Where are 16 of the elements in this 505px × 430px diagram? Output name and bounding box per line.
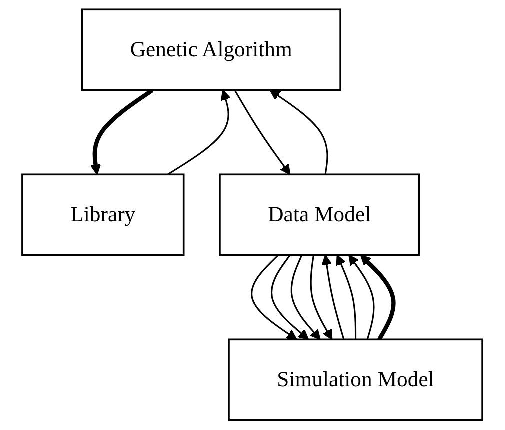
arrow bbox=[322, 254, 345, 340]
arrow bbox=[348, 254, 375, 340]
arrow bbox=[234, 90, 291, 176]
arrow bbox=[336, 254, 357, 340]
node-box: Data Model bbox=[219, 174, 420, 256]
arrow bbox=[360, 254, 396, 341]
arrow bbox=[290, 255, 321, 340]
arrow bbox=[310, 255, 333, 340]
arrow bbox=[167, 90, 231, 176]
node-box: Library bbox=[22, 174, 185, 256]
node-box: Simulation Model bbox=[228, 338, 484, 422]
arrow bbox=[271, 254, 310, 340]
arrow bbox=[270, 90, 328, 175]
arrow bbox=[90, 88, 154, 176]
arrow bbox=[251, 254, 298, 340]
node-box: Genetic Algorithm bbox=[81, 8, 342, 92]
